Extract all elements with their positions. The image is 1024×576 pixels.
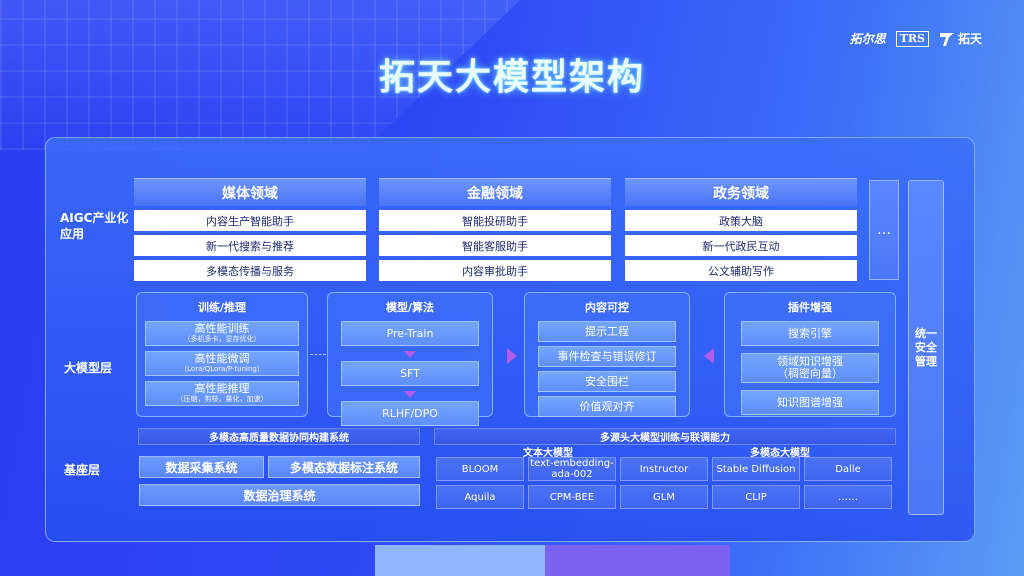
model-cell: Instructor — [620, 457, 708, 481]
plugin-item: 知识图谱增强 — [741, 390, 879, 415]
control-item: 价值观对齐 — [538, 396, 676, 417]
arrow-right-icon — [507, 348, 517, 364]
decorative-strip — [545, 545, 730, 576]
model-cell: CPM-BEE — [528, 485, 616, 509]
multimodal-models-label: 多模态大模型 — [750, 448, 810, 459]
more-domains: … — [869, 180, 899, 280]
background-building — [0, 0, 520, 150]
page-title: 拓天大模型架构 — [378, 57, 645, 98]
plugin-item: 搜索引擎 — [741, 321, 879, 346]
decorative-strip — [375, 545, 545, 576]
domain-item: 新一代搜索与推荐 — [134, 235, 366, 256]
group-model-algorithm: 模型/算法 Pre-Train SFT RLHF/DPO — [327, 292, 493, 426]
item-note: （稠密向量） — [777, 367, 843, 380]
item-label: 高性能推理 — [194, 382, 250, 395]
group-title: 训练/推理 — [197, 301, 247, 314]
security-label: 统一安全管理 — [915, 326, 937, 368]
domain-item: 政策大脑 — [625, 210, 857, 231]
brand-logos: 拓尔思 TRS 拓天 — [850, 30, 982, 47]
text-models-label: 文本大模型 — [523, 448, 573, 459]
control-item: 安全围栏 — [538, 371, 676, 392]
arrow-left-icon — [704, 348, 714, 364]
trs-cn-logo: 拓尔思 — [849, 32, 886, 46]
item-label: 提示工程 — [585, 324, 629, 338]
step-label: SFT — [400, 366, 420, 380]
train-item: 高性能训练 （多机多卡，显存优化） — [145, 321, 299, 346]
tuotian-logo-text: 拓天 — [957, 32, 982, 46]
control-item: 事件检查与错误修订 — [538, 346, 676, 367]
algo-step: SFT — [341, 361, 479, 386]
item-label: 价值观对齐 — [579, 399, 635, 413]
row-label-base: 基座层 — [64, 463, 101, 477]
arrow-down-icon — [404, 351, 416, 358]
data-collect-box: 数据采集系统 — [139, 456, 264, 478]
model-cell: text-embedding-ada-002 — [528, 457, 616, 481]
model-cell: CLIP — [712, 485, 800, 509]
tuotian-logo-icon — [939, 32, 954, 46]
item-note: （压缩，剪枝，量化，加速） — [176, 395, 268, 403]
group-content-control: 内容可控 提示工程 事件检查与错误修订 安全围栏 价值观对齐 — [524, 292, 690, 417]
data-annotate-box: 多模态数据标注系统 — [268, 456, 420, 478]
item-label: 搜索引擎 — [788, 326, 832, 340]
domain-government: 政务领域 政策大脑 新一代政民互动 公文辅助写作 — [625, 178, 857, 281]
arrow-down-icon — [404, 391, 416, 398]
item-label: 领域知识增强 — [777, 355, 843, 368]
row-label-aigc: AIGC产业化应用 — [60, 211, 129, 241]
tuotian-logo: 拓天 — [939, 30, 982, 47]
algo-step: RLHF/DPO — [341, 401, 479, 426]
train-item: 高性能推理 （压缩，剪枝，量化，加速） — [145, 381, 299, 406]
model-cell: Stable Diffusion — [712, 457, 800, 481]
model-cell: …… — [804, 485, 892, 509]
model-cell: BLOOM — [436, 457, 524, 481]
connector-line — [310, 354, 326, 355]
domain-media: 媒体领域 内容生产智能助手 新一代搜索与推荐 多模态传播与服务 — [134, 178, 366, 281]
algo-step: Pre-Train — [341, 321, 479, 346]
training-capability-bar: 多源头大模型训练与联调能力 — [434, 428, 896, 445]
group-train-inference: 训练/推理 高性能训练 （多机多卡，显存优化） 高性能微调 （Lora/QLor… — [136, 292, 308, 417]
data-system-bar: 多模态高质量数据协同构建系统 — [138, 428, 420, 445]
domain-finance: 金融领域 智能投研助手 智能客服助手 内容审批助手 — [379, 178, 611, 281]
plugin-item: 领域知识增强 （稠密向量） — [741, 353, 879, 383]
group-title: 插件增强 — [788, 301, 832, 314]
row-label-model: 大模型层 — [64, 361, 113, 375]
item-label: 高性能微调 — [194, 352, 250, 365]
item-label: 高性能训练 — [194, 322, 250, 335]
domain-title: 媒体领域 — [134, 178, 366, 206]
model-cell: GLM — [620, 485, 708, 509]
domain-item: 多模态传播与服务 — [134, 260, 366, 281]
data-govern-box: 数据治理系统 — [139, 484, 420, 506]
step-label: RLHF/DPO — [382, 406, 438, 420]
domain-item: 公文辅助写作 — [625, 260, 857, 281]
trs-logo: TRS — [895, 30, 929, 47]
model-cell: Aquila — [436, 485, 524, 509]
architecture-panel: AIGC产业化应用 大模型层 基座层 媒体领域 内容生产智能助手 新一代搜索与推… — [45, 137, 975, 542]
domain-item: 智能客服助手 — [379, 235, 611, 256]
model-cell: Dalle — [804, 457, 892, 481]
group-plugin-enhance: 插件增强 搜索引擎 领域知识增强 （稠密向量） 知识图谱增强 — [724, 292, 896, 417]
train-item: 高性能微调 （Lora/QLora/P-tuning） — [145, 351, 299, 376]
domain-item: 内容生产智能助手 — [134, 210, 366, 231]
domain-item: 智能投研助手 — [379, 210, 611, 231]
domain-title: 政务领域 — [625, 178, 857, 206]
domain-title: 金融领域 — [379, 178, 611, 206]
domain-item: 新一代政民互动 — [625, 235, 857, 256]
unified-security-box: 统一安全管理 — [908, 180, 944, 515]
item-label: 知识图谱增强 — [777, 395, 843, 409]
control-item: 提示工程 — [538, 321, 676, 342]
domain-item: 内容审批助手 — [379, 260, 611, 281]
item-label: 安全围栏 — [585, 374, 629, 388]
item-note: （Lora/QLora/P-tuning） — [180, 365, 264, 373]
item-note: （多机多卡，显存优化） — [183, 335, 261, 343]
item-label: 事件检查与错误修订 — [557, 349, 657, 363]
group-title: 模型/算法 — [385, 301, 435, 314]
step-label: Pre-Train — [386, 326, 434, 340]
group-title: 内容可控 — [585, 301, 629, 314]
